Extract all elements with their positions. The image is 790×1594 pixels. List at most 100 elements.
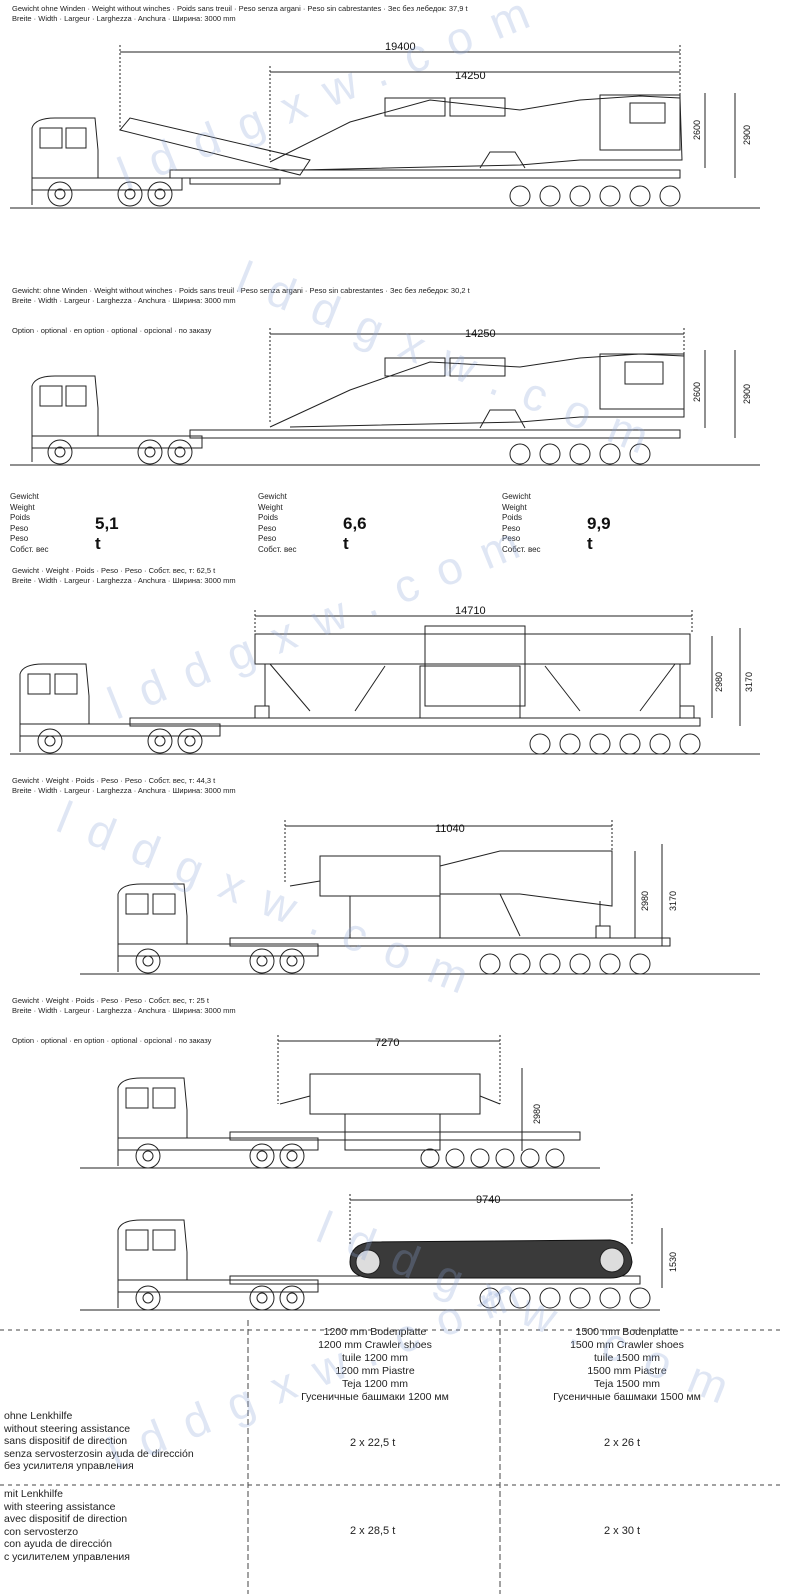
section-1: Gewicht ohne Winden · Weight without win… bbox=[0, 0, 790, 225]
weight-label: Peso bbox=[258, 523, 277, 533]
truck-icon bbox=[19, 663, 221, 754]
row-label-line: con ayuda de dirección bbox=[4, 1538, 112, 1551]
dim-length: 19400 bbox=[385, 41, 416, 53]
weight-label: Weight bbox=[258, 502, 283, 512]
crawler-table: 1200 mm Bodenplatte 1200 mm Crawler shoe… bbox=[0, 1320, 790, 1594]
width-caption: Breite · Width · Largeur · Larghezza · A… bbox=[12, 14, 236, 23]
dim-height-2: 2900 bbox=[742, 125, 752, 145]
col-header-line: tuile 1200 mm bbox=[342, 1352, 408, 1364]
col-header-1200: 1200 mm Bodenplatte 1200 mm Crawler shoe… bbox=[250, 1326, 500, 1404]
dim-length: 14710 bbox=[455, 605, 486, 617]
width-caption: Breite · Width · Largeur · Larghezza · A… bbox=[12, 1006, 236, 1015]
section-2: Gewicht: ohne Winden · Weight without wi… bbox=[0, 282, 790, 474]
value-1200-without-steering: 2 x 22,5 t bbox=[350, 1437, 396, 1449]
section-3: Gewicht · Weight · Poids · Peso · Peso ·… bbox=[0, 566, 790, 764]
table-lines bbox=[0, 1320, 780, 1594]
truck-icon bbox=[31, 117, 183, 207]
transport-drawing-6: 9740 1530 bbox=[80, 1194, 678, 1311]
weight-block-3: Gewicht Weight Poids Peso Peso Собст. ве… bbox=[502, 492, 611, 555]
weight-caption: Gewicht · Weight · Poids · Peso · Peso ·… bbox=[12, 776, 216, 785]
weight-block-2: Gewicht Weight Poids Peso Peso Собст. ве… bbox=[258, 492, 367, 555]
value-1500-with-steering: 2 x 30 t bbox=[604, 1525, 641, 1537]
weight-label: Peso bbox=[10, 523, 29, 533]
weight-caption: Gewicht ohne Winden · Weight without win… bbox=[12, 4, 468, 13]
weight-caption: Gewicht · Weight · Poids · Peso · Peso ·… bbox=[12, 996, 209, 1005]
dim-height-1: 2600 bbox=[692, 382, 702, 402]
row-label-line: ohne Lenkhilfe bbox=[4, 1410, 73, 1422]
dim-height-1: 2600 bbox=[692, 120, 702, 140]
section-5: Gewicht · Weight · Poids · Peso · Peso ·… bbox=[0, 996, 790, 1176]
dim-height-2: 3170 bbox=[668, 891, 678, 911]
truck-icon bbox=[117, 883, 319, 974]
row-without-steering: ohne Lenkhilfe without steering assistan… bbox=[4, 1410, 194, 1473]
value-1200-with-steering: 2 x 28,5 t bbox=[350, 1525, 396, 1537]
weight-label: Poids bbox=[258, 513, 279, 522]
weight-label: Собст. вес bbox=[258, 544, 297, 554]
weight-label: Peso bbox=[502, 523, 521, 533]
col-header-line: 1500 mm Crawler shoes bbox=[570, 1339, 684, 1351]
trailer-wheels bbox=[529, 733, 701, 755]
col-header-line: 1500 mm Piastre bbox=[587, 1365, 667, 1377]
col-header-line: Гусеничные башмаки 1500 мм bbox=[553, 1391, 701, 1403]
weight-label: Gewicht bbox=[258, 492, 287, 501]
width-caption: Breite · Width · Largeur · Larghezza · A… bbox=[12, 786, 236, 795]
option-caption: Option · optional · en option · optional… bbox=[12, 1036, 212, 1045]
trailer-wheels bbox=[479, 1287, 651, 1309]
col-header-line: Teja 1500 mm bbox=[594, 1378, 660, 1390]
dim-length: 9740 bbox=[476, 1194, 500, 1206]
weight-caption: Gewicht: ohne Winden · Weight without wi… bbox=[12, 286, 470, 295]
dim-height-2: 3170 bbox=[744, 672, 754, 692]
crawler-track-icon bbox=[349, 1239, 633, 1279]
weight-value-3: 9,9 t bbox=[587, 514, 611, 553]
crane-upper-icon bbox=[269, 353, 685, 429]
weight-label: Peso bbox=[502, 534, 521, 543]
weight-label: Poids bbox=[502, 513, 523, 522]
carbody-icon bbox=[254, 625, 695, 719]
weight-label: Собст. вес bbox=[502, 544, 541, 554]
transport-drawing-3: 14710 2980 3170 bbox=[10, 605, 760, 755]
row-label-line: sans dispositif de direction bbox=[4, 1435, 128, 1448]
row-label-line: без усилителя управления bbox=[4, 1460, 134, 1473]
truck-icon bbox=[31, 375, 203, 465]
truck-icon bbox=[117, 1077, 319, 1169]
transport-drawing-2: 14250 2600 2900 bbox=[10, 328, 760, 466]
carbody-icon bbox=[279, 1073, 501, 1151]
col-header-line: 1500 mm Bodenplatte bbox=[575, 1326, 679, 1338]
col-header-1500: 1500 mm Bodenplatte 1500 mm Crawler shoe… bbox=[502, 1326, 752, 1404]
section-4: Gewicht · Weight · Poids · Peso · Peso ·… bbox=[0, 776, 790, 986]
col-header-line: 1200 mm Bodenplatte bbox=[323, 1326, 427, 1338]
truck-icon bbox=[117, 1219, 319, 1311]
dim-height-1: 2980 bbox=[640, 891, 650, 911]
weight-label: Собст. вес bbox=[10, 544, 49, 554]
transport-drawing-5: 7270 2980 bbox=[80, 1035, 600, 1169]
value-1500-without-steering: 2 x 26 t bbox=[604, 1437, 641, 1449]
col-header-line: 1200 mm Crawler shoes bbox=[318, 1339, 432, 1351]
row-label-line: avec dispositif de direction bbox=[4, 1513, 128, 1526]
dim-length: 7270 bbox=[375, 1037, 399, 1049]
trailer-wheels bbox=[509, 185, 681, 207]
weight-label: Gewicht bbox=[10, 492, 39, 501]
weight-label: Weight bbox=[502, 502, 527, 512]
weight-label: Peso bbox=[10, 534, 29, 543]
transport-drawing-4: 11040 2980 3170 bbox=[80, 820, 760, 975]
row-label-line: с усилителем управления bbox=[4, 1550, 130, 1563]
col-header-line: Гусеничные башмаки 1200 мм bbox=[301, 1391, 449, 1403]
col-header-line: Teja 1200 mm bbox=[342, 1378, 408, 1390]
weight-label: Peso bbox=[258, 534, 277, 543]
weight-caption: Gewicht · Weight · Poids · Peso · Peso ·… bbox=[12, 566, 216, 575]
weight-value-2: 6,6 t bbox=[343, 514, 367, 553]
width-caption: Breite · Width · Largeur · Larghezza · A… bbox=[12, 576, 236, 585]
row-with-steering: mit Lenkhilfe with steering assistance a… bbox=[4, 1488, 130, 1564]
dim-height-1: 1530 bbox=[668, 1252, 678, 1272]
trailer-wheels bbox=[479, 953, 651, 975]
row-label-line: with steering assistance bbox=[4, 1500, 116, 1513]
dim-height-1: 2980 bbox=[714, 672, 724, 692]
dim-length: 11040 bbox=[435, 823, 465, 835]
row-label-line: senza servosterzosin ayuda de dirección bbox=[4, 1447, 194, 1460]
section-6: 9740 1530 bbox=[0, 1180, 790, 1320]
weight-label: Weight bbox=[10, 502, 35, 512]
col-header-line: 1200 mm Piastre bbox=[335, 1365, 415, 1377]
dim-length: 14250 bbox=[465, 328, 496, 340]
dim-height-1: 2980 bbox=[532, 1104, 542, 1124]
carbody-icon bbox=[289, 850, 613, 939]
